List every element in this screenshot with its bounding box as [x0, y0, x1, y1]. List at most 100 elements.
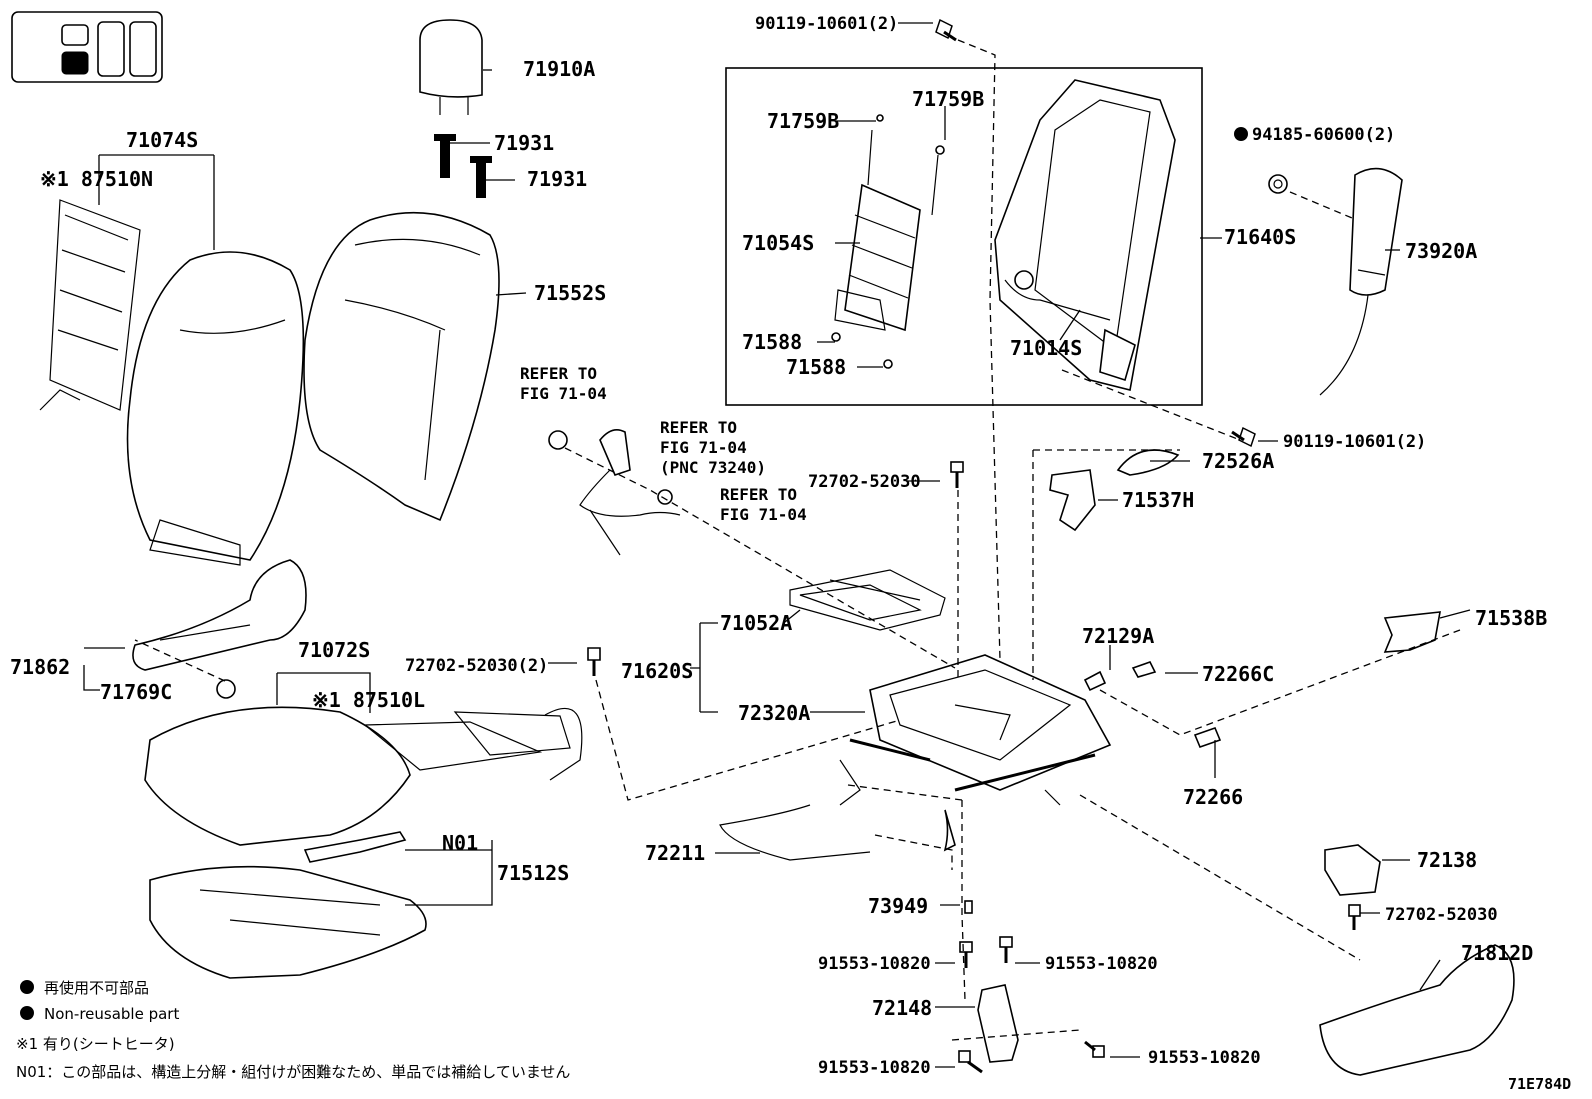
seat-cushion-frame: [839, 654, 1112, 852]
label-87510l: ※1 87510L: [312, 688, 425, 712]
seatback-pad: [126, 251, 305, 566]
label-90119-mid: 90119-10601(2): [1283, 432, 1426, 452]
refer-1-line1: REFER TO: [520, 364, 597, 383]
legend-marker-en: [20, 1006, 34, 1020]
seatback-frame-group-box: [725, 67, 1203, 406]
label-71014s: 71014S: [1010, 336, 1082, 360]
label-71910a: 71910A: [523, 57, 595, 81]
label-91553-bottom-left: 91553-10820: [818, 1058, 931, 1078]
label-71552s: 71552S: [534, 281, 606, 305]
refer-3-line2: FIG 71-04: [720, 505, 807, 524]
refer-2-line2: FIG 71-04: [660, 438, 747, 457]
label-91553-bottom-right: 91553-10820: [1148, 1048, 1261, 1068]
bolt-90119-mid: [1231, 426, 1256, 448]
clip-71769c: [216, 679, 236, 699]
wire-72211: [719, 804, 871, 861]
label-71931-b: 71931: [527, 167, 587, 191]
bolt-90119-top: [935, 18, 957, 42]
refer-1-line2: FIG 71-04: [520, 384, 607, 403]
label-72526a: 72526A: [1202, 449, 1274, 473]
label-71537h: 71537H: [1122, 488, 1194, 512]
label-72138: 72138: [1417, 848, 1477, 872]
label-71640s: 71640S: [1224, 225, 1296, 249]
cushion-spring: [789, 569, 946, 631]
label-71512s: 71512S: [497, 861, 569, 885]
label-72211: 72211: [645, 841, 705, 865]
leader-lines: [83, 22, 1471, 1068]
label-71074s: 71074S: [126, 128, 198, 152]
label-71862: 71862: [10, 655, 70, 679]
bolt-72702-52030-right: [1348, 904, 1361, 930]
cushion-heater-pad: [363, 707, 583, 781]
refer-2-line1: REFER TO: [660, 418, 737, 437]
label-n01: N01: [442, 831, 478, 855]
seatback-heater-pad: [39, 199, 141, 411]
seat-cushion-pad: [144, 706, 411, 846]
refer-3-line1: REFER TO: [720, 485, 797, 504]
legend-note-n01: N01：この部品は、構造上分解・組付けが困難なため、単品では補給していません: [16, 1063, 570, 1081]
label-72320a: 72320A: [738, 701, 810, 725]
label-71538b: 71538B: [1475, 606, 1547, 630]
headrest: [419, 19, 483, 115]
legend-nonreusable-en: Non-reusable part: [44, 1005, 179, 1023]
bolt-72702-52030-top: [950, 461, 964, 488]
cover-72138: [1324, 844, 1381, 896]
label-71052a: 71052A: [720, 611, 792, 635]
side-shield-inner: [132, 559, 307, 671]
label-73920a: 73920A: [1405, 239, 1477, 263]
label-71054s: 71054S: [742, 231, 814, 255]
nut-94185: [1268, 174, 1288, 194]
refer-2-line3: (PNC 73240): [660, 458, 766, 477]
seatback-cover: [303, 211, 500, 522]
label-71769c: 71769C: [100, 680, 172, 704]
bolt-91553-bottom-right: [1084, 1040, 1105, 1058]
label-71072s: 71072S: [298, 638, 370, 662]
label-71588-b: 71588: [786, 355, 846, 379]
side-airbag: [1319, 167, 1403, 396]
bolt-91553-left: [959, 941, 973, 968]
legend: 再使用不可部品 Non-reusable part ※1 有り(シートヒータ) …: [16, 979, 570, 1081]
legend-marker-jp: [20, 980, 34, 994]
part-labels: 71074S ※1 87510N 71910A 71931 71931 7155…: [10, 14, 1547, 1078]
reference-labels: REFER TO FIG 71-04 REFER TO FIG 71-04 (P…: [520, 364, 807, 524]
cover-72526a: [1116, 449, 1180, 476]
pin-73949: [964, 900, 973, 914]
diagram-id: 71E784D: [1508, 1075, 1571, 1093]
legend-note1: ※1 有り(シートヒータ): [16, 1035, 175, 1053]
label-72266c: 72266C: [1202, 662, 1274, 686]
clip-72129a: [1083, 670, 1107, 692]
bracket-71538b: [1383, 611, 1441, 653]
headrest-guide-right: [470, 156, 492, 198]
side-shield-outer: [1319, 944, 1515, 1076]
seat-cushion-cover: [149, 865, 427, 979]
label-91553-right: 91553-10820: [1045, 954, 1158, 974]
clip-72266c: [1131, 661, 1157, 678]
bolt-91553-bottom-left: [958, 1050, 983, 1074]
label-71931-a: 71931: [494, 131, 554, 155]
clip-72266: [1193, 726, 1222, 749]
label-72702-top: 72702-52030: [808, 472, 921, 492]
label-71620s: 71620S: [621, 659, 693, 683]
seat-position-icon: [11, 11, 163, 83]
lumbar-support: [831, 114, 945, 369]
label-72266: 72266: [1183, 785, 1243, 809]
legend-nonreusable-jp: 再使用不可部品: [44, 979, 149, 997]
label-71812d: 71812D: [1461, 941, 1533, 965]
label-72702-2: 72702-52030(2): [405, 656, 548, 676]
bracket-72148: [977, 984, 1019, 1063]
nonreusable-marker-94185: [1234, 127, 1248, 141]
seatback-frame: [994, 79, 1176, 391]
label-72129a: 72129A: [1082, 624, 1154, 648]
label-94185: 94185-60600(2): [1252, 125, 1395, 145]
bracket-71537h: [1049, 469, 1096, 532]
label-91553-left: 91553-10820: [818, 954, 931, 974]
bolt-72702-52030-2: [587, 647, 601, 676]
label-87510n: ※1 87510N: [40, 167, 153, 191]
n01-part: [303, 831, 407, 863]
label-71588-a: 71588: [742, 330, 802, 354]
headrest-guide-left: [434, 134, 456, 178]
label-72148: 72148: [872, 996, 932, 1020]
label-71759b-left: 71759B: [767, 109, 839, 133]
bolt-91553-right: [999, 936, 1013, 963]
